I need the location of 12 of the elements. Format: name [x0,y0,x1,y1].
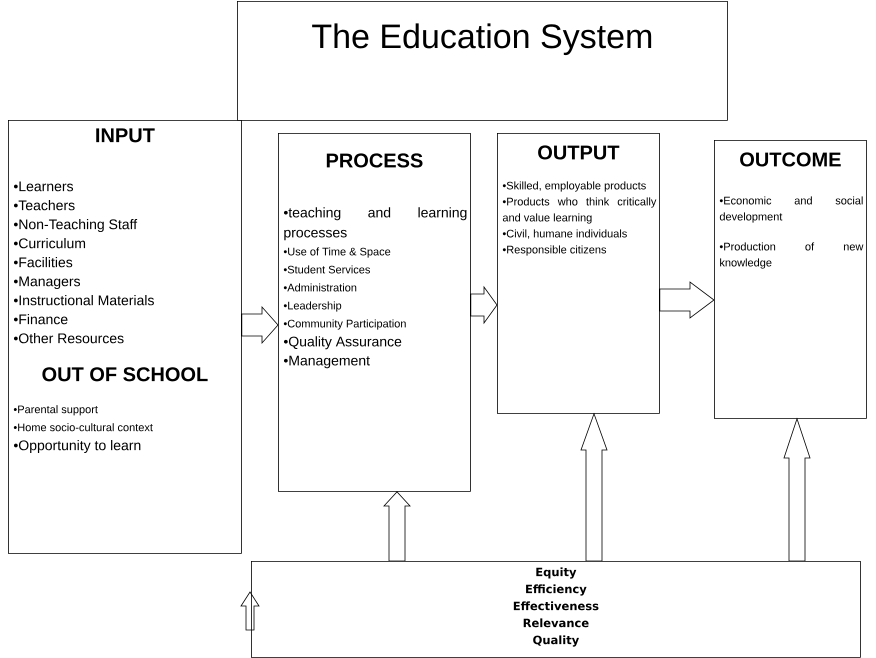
criteria-box: Equity Efficiency Effectiveness Relevance Quality [251,561,861,658]
block-arrow [383,491,411,562]
block-arrow [241,306,279,344]
stage-box: OUTCOME •Economic and social development •Production of new knowledge [714,140,867,419]
block-arrow [783,418,811,562]
block-arrow [659,281,715,319]
block-arrow [470,286,498,324]
title-box: The Education System [237,1,728,121]
stage-box: INPUT •Learners •Teachers •Non-Teaching Staff •Curriculum •Facilities •Managers •Instructional Materials •Finance •Other Resources OUT OF SCHOOL •Parental support •Home socio-cultural context •Opportunity to learn [8,120,242,554]
stage-box: PROCESS •teaching and learning processes •Use of Time & Space •Student Services •Administration •Leadership •Community Participation •Quality Assurance •Management [278,133,471,492]
stage-box: OUTPUT •Skilled, employable products •Products who think critically and value learning •Civil, humane individuals •Responsible citizens [497,133,660,414]
block-arrow [580,412,608,562]
